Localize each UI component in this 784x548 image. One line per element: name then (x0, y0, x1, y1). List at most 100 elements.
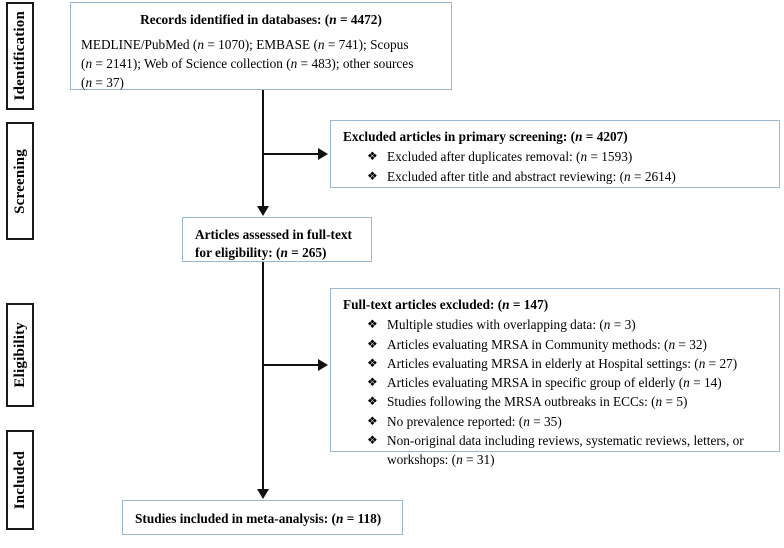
n-symbol: n (85, 75, 93, 91)
n-symbol: n (523, 413, 530, 429)
item-text: Non-original data including reviews, sys… (387, 432, 744, 468)
item-text: Articles evaluating MRSA in specific gro… (387, 375, 684, 391)
n-symbol: n (655, 394, 663, 410)
title-text: Full-text articles excluded: ( (343, 297, 503, 312)
box-fulltext-assessed: Articles assessed in full-text for eligi… (182, 217, 372, 262)
stage-label-text: Screening (11, 148, 28, 214)
diamond-bullet-icon: ❖ (367, 375, 378, 390)
list-item: ❖ Excluded after duplicates removal: (n … (367, 147, 769, 166)
connector-to-fulltext-excluded (262, 364, 320, 366)
item-tail: = 5) (662, 394, 688, 410)
connector-identified-to-assessed (262, 90, 264, 207)
diamond-bullet-icon: ❖ (367, 336, 378, 351)
n-symbol: n (335, 511, 344, 526)
item-tail: = 1593) (587, 149, 633, 165)
source-line-2c: = 483); other sources (297, 56, 414, 72)
arrow-head-to-primary-excluded (318, 148, 328, 160)
box-primary-screening-excluded: Excluded articles in primary screening: … (330, 120, 780, 188)
diamond-bullet-icon: ❖ (367, 168, 378, 183)
source-line-2b: = 2141); Web of Science collection ( (92, 56, 291, 72)
item-text: Articles evaluating MRSA in elderly at H… (387, 355, 699, 371)
item-text: Excluded after title and abstract review… (387, 168, 625, 184)
n-symbol: n (624, 168, 631, 184)
stage-label-text: Identification (11, 11, 28, 101)
diamond-bullet-icon: ❖ (367, 394, 378, 409)
n-symbol: n (456, 452, 463, 468)
title-text: Studies included in meta-analysis: ( (135, 511, 336, 526)
diamond-bullet-icon: ❖ (367, 149, 378, 164)
n-symbol: n (502, 297, 510, 312)
stage-label-eligibility: Eligibility (6, 303, 34, 407)
fulltext-excluded-list: ❖ Multiple studies with overlapping data… (343, 315, 769, 469)
source-line-1b: = 1070); EMBASE ( (204, 37, 318, 53)
title-text: Excluded articles in primary screening: … (343, 129, 576, 144)
assessed-line-2a: for eligibility: ( (195, 245, 281, 261)
n-symbol: n (197, 37, 204, 53)
source-line-1c: = 741); Scopus (324, 37, 409, 53)
item-text: Multiple studies with overlapping data: … (387, 317, 604, 333)
stage-label-included: Included (6, 430, 34, 530)
item-tail: = 14) (689, 375, 722, 391)
list-item: ❖ Non-original data including reviews, s… (367, 431, 769, 470)
arrow-head-to-fulltext-excluded (318, 359, 328, 371)
box-records-identified: Records identified in databases: (n = 44… (70, 2, 452, 90)
source-line-2a: ( (81, 56, 86, 72)
box-records-identified-body: MEDLINE/PubMed (n = 1070); EMBASE (n = 7… (81, 36, 441, 93)
diamond-bullet-icon: ❖ (367, 432, 378, 447)
title-tail: = 147) (509, 297, 549, 312)
item-tail: = 31) (462, 452, 495, 468)
n-symbol: n (85, 56, 93, 72)
stage-label-screening: Screening (6, 122, 34, 240)
stage-label-text: Eligibility (11, 322, 28, 388)
diamond-bullet-icon: ❖ (367, 355, 378, 370)
arrow-head-to-assessed (257, 206, 269, 216)
list-item: ❖ Excluded after title and abstract revi… (367, 167, 769, 186)
item-text: Excluded after duplicates removal: ( (387, 149, 581, 165)
connector-to-primary-excluded (262, 153, 320, 155)
n-symbol: n (290, 56, 298, 72)
title-text: Records identified in databases: ( (140, 12, 330, 27)
n-symbol: n (575, 129, 583, 144)
diamond-bullet-icon: ❖ (367, 317, 378, 332)
item-tail: = 35) (529, 413, 562, 429)
n-symbol: n (280, 245, 288, 261)
title-tail: = 4207) (582, 129, 628, 144)
item-tail: = 32) (675, 336, 707, 352)
title-tail: = 118) (343, 511, 382, 526)
assessed-line-2b: = 265) (287, 245, 327, 261)
item-text: Studies following the MRSA outbreaks in … (387, 394, 656, 410)
n-symbol: n (698, 355, 706, 371)
n-symbol: n (317, 37, 325, 53)
stage-label-identification: Identification (6, 2, 34, 110)
list-item: ❖ Multiple studies with overlapping data… (367, 315, 769, 334)
item-text: Articles evaluating MRSA in Community me… (387, 336, 669, 352)
n-symbol: n (329, 12, 337, 27)
n-symbol: n (603, 317, 611, 333)
list-item: ❖ No prevalence reported: (n = 35) (367, 412, 769, 431)
diamond-bullet-icon: ❖ (367, 413, 378, 428)
box-fulltext-excluded-title: Full-text articles excluded: (n = 147) (343, 296, 769, 314)
list-item: ❖ Articles evaluating MRSA in Community … (367, 335, 769, 354)
box-fulltext-assessed-title: Articles assessed in full-text for eligi… (195, 226, 361, 263)
list-item: ❖ Articles evaluating MRSA in elderly at… (367, 354, 769, 373)
list-item: ❖ Studies following the MRSA outbreaks i… (367, 392, 769, 411)
source-line-3b: = 37) (92, 75, 124, 91)
primary-excluded-list: ❖ Excluded after duplicates removal: (n … (343, 147, 769, 186)
item-text: No prevalence reported: ( (387, 413, 524, 429)
n-symbol: n (580, 149, 588, 165)
box-fulltext-excluded: Full-text articles excluded: (n = 147) ❖… (330, 288, 780, 467)
box-studies-included-title: Studies included in meta-analysis: (n = … (135, 510, 392, 528)
n-symbol: n (668, 336, 676, 352)
box-studies-included: Studies included in meta-analysis: (n = … (122, 500, 403, 535)
n-symbol: n (683, 375, 690, 391)
source-line-1a: MEDLINE/PubMed ( (81, 37, 198, 53)
title-tail: = 4472) (336, 12, 382, 27)
item-tail: = 3) (610, 317, 636, 333)
list-item: ❖ Articles evaluating MRSA in specific g… (367, 373, 769, 392)
box-primary-screening-excluded-title: Excluded articles in primary screening: … (343, 128, 769, 146)
item-tail: = 2614) (630, 168, 676, 184)
stage-label-text: Included (11, 450, 28, 510)
arrow-head-to-included (257, 489, 269, 499)
source-line-3a: ( (81, 75, 86, 91)
